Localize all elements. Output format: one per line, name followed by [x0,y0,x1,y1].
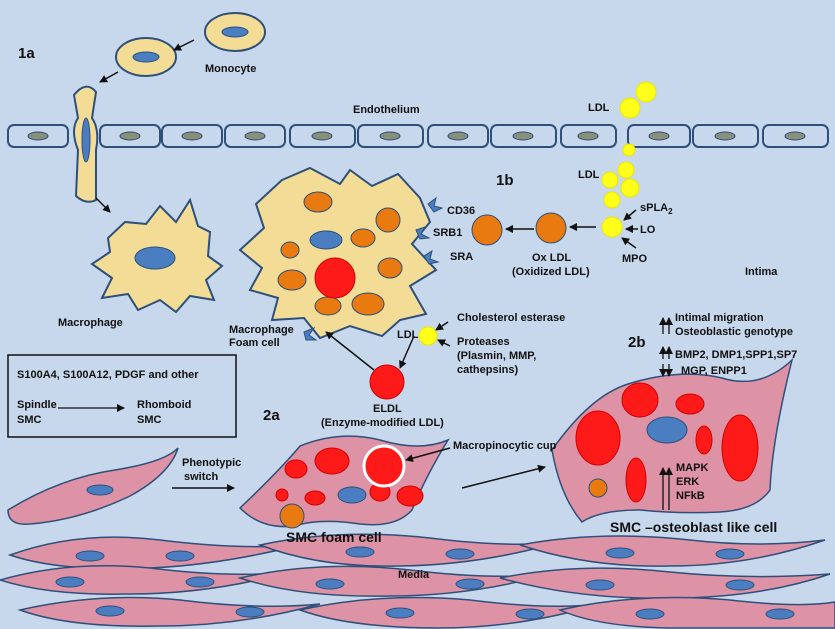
panel-label-2a: 2a [263,407,280,424]
label-down-genes: MGP, ENPP1 [681,365,747,377]
label-intima: Intima [745,266,778,278]
ldl-particles [418,81,657,346]
label-macrophage-foam-2: Foam cell [229,337,280,349]
label-eldl: ELDL [373,403,402,415]
arrow-monocyte-2 [99,71,119,83]
box-line-1: S100A4, S100A12, PDGF and other [17,369,199,381]
eldl-particle [369,364,405,400]
label-ldl-top: LDL [588,102,610,114]
label-proteases-2: (Plasmin, MMP, [457,350,536,362]
label-smc-osteoblast: SMC –osteoblast like cell [610,519,777,535]
arrow-ldl-to-eldl [399,335,415,369]
label-proteases: Proteases [457,336,510,348]
label-mpo: MPO [622,253,648,265]
label-up-genes: BMP2, DMP1,SPP1,SP7 [675,349,797,361]
label-osteoblastic-genotype: Osteoblastic genotype [675,326,793,338]
label-sra: SRA [450,251,473,263]
label-srb1: SRB1 [433,227,462,239]
box-spindle: Spindle [17,399,57,411]
label-lo: LO [640,224,656,236]
label-endothelium: Endothelium [353,104,420,116]
macrophage-foam-cell [238,166,444,341]
arrow-spla2 [623,209,637,221]
smc-foam-cell [238,435,450,529]
ox-ldl-particles [471,212,567,246]
box-smc-1: SMC [17,414,42,426]
box-smc-2: SMC [137,414,162,426]
label-ldl-lower: LDL [397,329,419,341]
media-nuclei [55,546,795,620]
arrow-esterase [435,321,449,331]
label-nfkb: NFkB [676,490,705,502]
label-smc-foam-cell: SMC foam cell [286,529,382,545]
label-macropinocytic-cup: Macropinocytic cup [453,440,557,452]
arrow-monocyte-1 [173,39,195,51]
arrow-proteases [437,339,451,347]
macrophage-cell [90,197,224,314]
arrow-eldl-to-foam [325,331,375,371]
arrow-to-osteoblast [461,464,546,489]
label-cholesterol-esterase: Cholesterol esterase [457,312,565,324]
label-erk: ERK [676,476,699,488]
phenotype-box [7,354,237,438]
spindle-smc [7,447,179,525]
label-media: Media [398,569,430,581]
label-spla2: sPLA2 [640,202,673,216]
panel-label-1a: 1a [18,45,35,62]
regulation-arrows [659,317,673,510]
arrow-macropinocytic [405,447,451,463]
arrow-to-macrophage [95,197,111,213]
arrow-mpo [621,237,637,249]
label-switch: switch [184,471,219,483]
label-phenotypic: Phenotypic [182,457,241,469]
label-monocyte: Monocyte [205,63,256,75]
label-intimal-migration: Intimal migration [675,312,764,324]
label-enzyme-modified-ldl: (Enzyme-modified LDL) [321,417,444,429]
label-cd36: CD36 [447,205,475,217]
panel-label-2b: 2b [628,334,646,351]
label-oxidized-ldl: (Oxidized LDL) [512,266,590,278]
label-ox-ldl: Ox LDL [532,252,571,264]
smc-osteoblast-cell [551,357,794,523]
endothelium-nuclei [27,131,806,141]
panel-label-1b: 1b [496,172,514,189]
label-mapk: MAPK [676,462,708,474]
label-proteases-3: cathepsins) [457,364,518,376]
label-macrophage: Macrophage [58,317,123,329]
label-macrophage-foam-1: Macrophage [229,324,294,336]
media-smc-layer [0,533,835,629]
monocyte-cells [72,12,266,203]
box-rhomboid: Rhomboid [137,399,191,411]
label-ldl-mid: LDL [578,169,600,181]
